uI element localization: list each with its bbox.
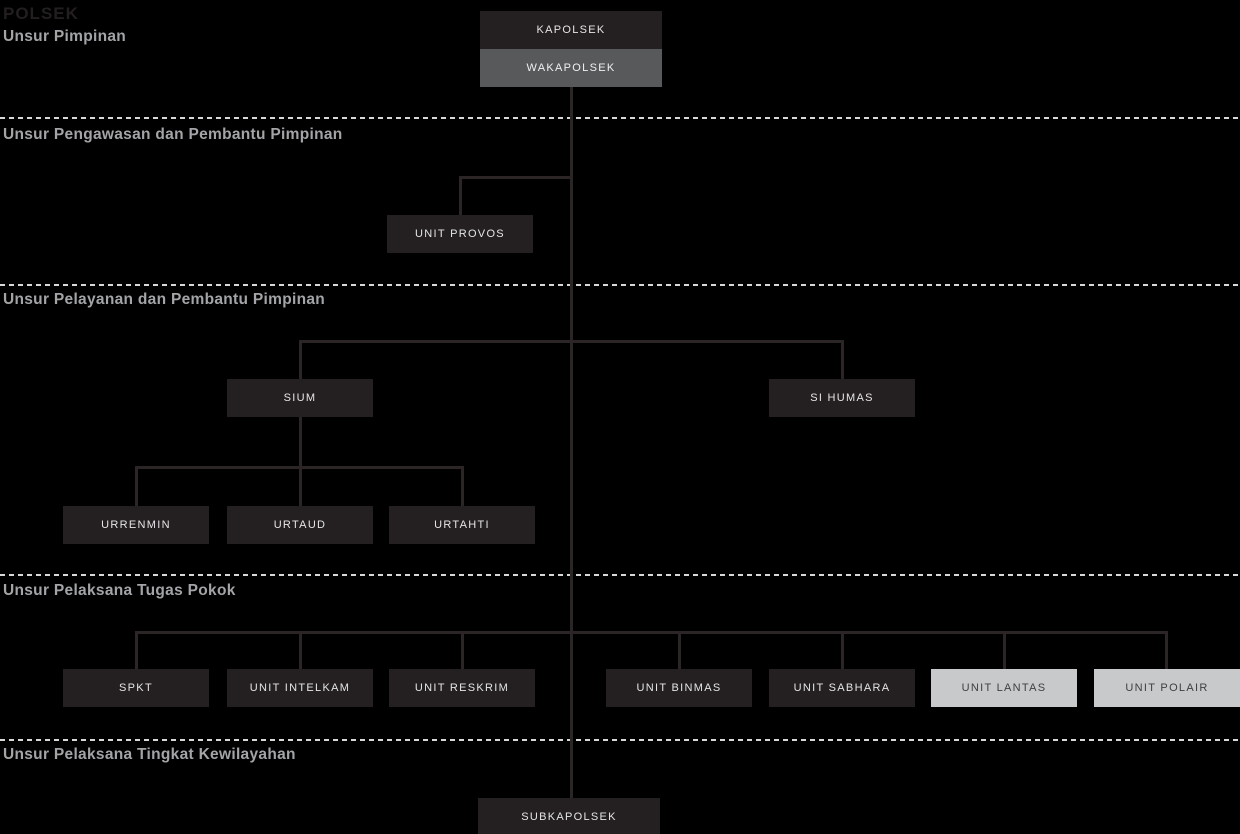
connector-spkt-drop bbox=[135, 631, 138, 669]
connector-unit-intelkam-drop bbox=[299, 631, 302, 669]
org-node-urtaud[interactable]: URTAUD bbox=[227, 506, 373, 544]
org-node-urrenmin[interactable]: URRENMIN bbox=[63, 506, 209, 544]
org-node-unit-provos[interactable]: UNIT PROVOS bbox=[387, 215, 533, 253]
section-label-pengawasan: Unsur Pengawasan dan Pembantu Pimpinan bbox=[3, 126, 343, 143]
org-node-subkapolsek[interactable]: SUBKAPOLSEK bbox=[478, 798, 660, 834]
connector-trunk-vertical bbox=[570, 87, 573, 798]
connector-unit-sabhara-drop bbox=[841, 631, 844, 669]
connector-unit-binmas-drop bbox=[678, 631, 681, 669]
org-node-unit-polair[interactable]: UNIT POLAIR bbox=[1094, 669, 1240, 707]
connector-provos-horizontal bbox=[459, 176, 573, 179]
org-node-si-humas[interactable]: SI HUMAS bbox=[769, 379, 915, 417]
org-node-unit-lantas[interactable]: UNIT LANTAS bbox=[931, 669, 1077, 707]
org-node-unit-sabhara[interactable]: UNIT SABHARA bbox=[769, 669, 915, 707]
org-node-urtahti[interactable]: URTAHTI bbox=[389, 506, 535, 544]
section-label-pelayanan: Unsur Pelayanan dan Pembantu Pimpinan bbox=[3, 291, 326, 308]
divider-4 bbox=[0, 739, 1240, 741]
connector-urrenmin-drop bbox=[135, 466, 138, 506]
connector-si-humas-drop bbox=[841, 340, 844, 379]
connector-unit-polair-drop bbox=[1165, 631, 1168, 669]
divider-2 bbox=[0, 284, 1240, 286]
section-label-kewilayahan: Unsur Pelaksana Tingkat Kewilayahan bbox=[3, 746, 296, 763]
org-node-unit-reskrim[interactable]: UNIT RESKRIM bbox=[389, 669, 535, 707]
connector-urtaud-drop bbox=[299, 466, 302, 506]
org-node-unit-binmas[interactable]: UNIT BINMAS bbox=[606, 669, 752, 707]
connector-sium-stem bbox=[299, 417, 302, 466]
connector-unit-reskrim-drop bbox=[461, 631, 464, 669]
org-node-wakapolsek[interactable]: WAKAPOLSEK bbox=[480, 49, 662, 87]
connector-pelayanan-horizontal bbox=[299, 340, 844, 343]
connector-sium-drop bbox=[299, 340, 302, 379]
divider-1 bbox=[0, 117, 1240, 119]
connector-urtahti-drop bbox=[461, 466, 464, 506]
page-title: POLSEK bbox=[3, 4, 79, 23]
section-label-pimpinan: Unsur Pimpinan bbox=[3, 28, 127, 45]
org-node-spkt[interactable]: SPKT bbox=[63, 669, 209, 707]
connector-pelaksana-horizontal bbox=[135, 631, 1168, 634]
org-node-kapolsek[interactable]: KAPOLSEK bbox=[480, 11, 662, 49]
org-node-sium[interactable]: SIUM bbox=[227, 379, 373, 417]
org-node-unit-intelkam[interactable]: UNIT INTELKAM bbox=[227, 669, 373, 707]
connector-unit-lantas-drop bbox=[1003, 631, 1006, 669]
divider-3 bbox=[0, 574, 1240, 576]
section-label-pelaksana-pokok: Unsur Pelaksana Tugas Pokok bbox=[3, 582, 236, 599]
connector-provos-drop bbox=[459, 176, 462, 215]
